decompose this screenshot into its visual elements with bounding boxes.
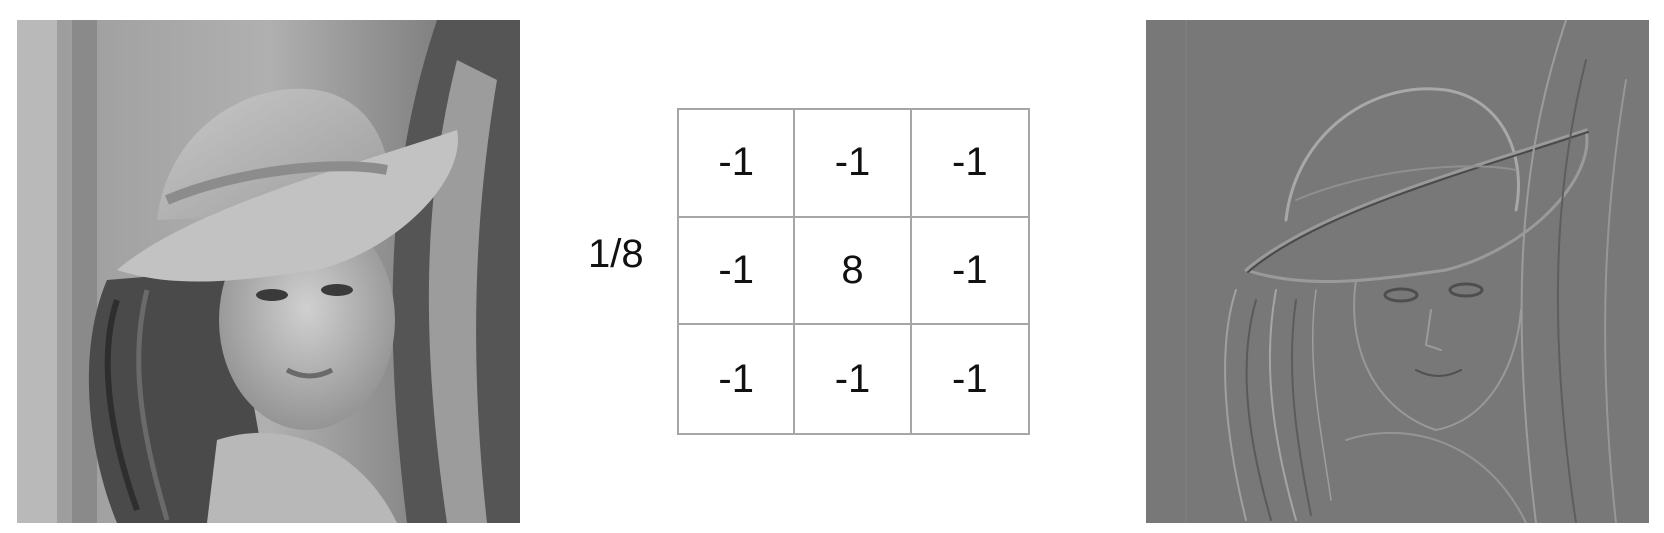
- input-photo-graphic: [17, 20, 520, 523]
- kernel-cell: -1: [679, 110, 796, 218]
- kernel-cell: -1: [795, 110, 912, 218]
- kernel-cell: -1: [911, 110, 1028, 218]
- filtered-edge-photo-graphic: [1146, 20, 1649, 523]
- convolution-kernel-grid: -1 -1 -1 -1 8 -1 -1 -1 -1: [677, 108, 1030, 435]
- filtered-edge-photo: [1146, 20, 1649, 523]
- kernel-cell: -1: [952, 356, 988, 401]
- kernel-cell-center: 8: [795, 217, 912, 326]
- kernel-cell: -1: [679, 217, 796, 326]
- kernel-cell: -1: [911, 218, 1028, 326]
- kernel-cell: -1: [679, 325, 796, 433]
- kernel-cell: -1: [795, 325, 912, 433]
- input-photo: [17, 20, 520, 523]
- kernel-scale-label: 1/8: [588, 232, 644, 276]
